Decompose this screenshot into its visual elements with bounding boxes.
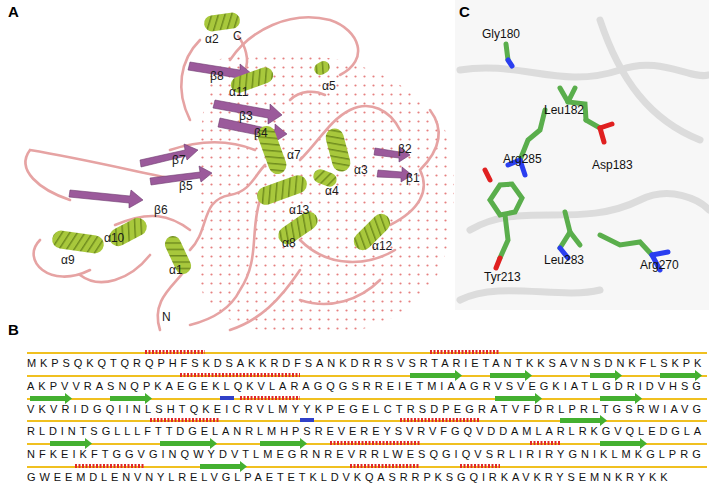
sequence-line: AKPVVRASNQPKAEGEKLQKVLARAGQGSRREIETMIAAG… [27, 380, 705, 392]
structure-label: α4 [325, 185, 339, 198]
structure-label: α10 [104, 232, 124, 245]
sequence-line: VKVRIDGQIINLSHTQKEICRVLMYYKPEGELCTRSDPEG… [27, 403, 705, 415]
structure-label: β8 [210, 70, 224, 83]
structure-label: N [162, 311, 171, 324]
residue-label: Tyr213 [484, 271, 521, 284]
structure-label: β5 [179, 180, 193, 193]
structure-label: α13 [289, 204, 309, 217]
residue-label: Asp183 [592, 159, 633, 172]
structure-label: β2 [398, 143, 412, 156]
residue-label: Leu283 [544, 254, 584, 267]
structure-label: α7 [287, 149, 301, 162]
structure-label: α5 [322, 80, 336, 93]
structure-label: α9 [61, 254, 75, 267]
sequence-line: GWEEMDLENVNYLRELVGLPAETETKLDVKQASRRPKSGQ… [27, 471, 671, 483]
structure-label: α12 [372, 240, 392, 253]
structure-label: α11 [229, 86, 248, 99]
structure-label: α2 [205, 33, 219, 46]
structure-label: α8 [282, 237, 296, 250]
structure-label: β6 [154, 204, 168, 217]
panel-letter: B [8, 322, 19, 339]
sequence-line: RLDINTSGLLLFTTDGELANRLMHPSREVEREYSVRVFGQ… [27, 425, 705, 437]
structure-label: C [233, 30, 242, 43]
panel-letter: A [8, 4, 19, 21]
sequence-line: MKPSQKQTQRQPHFSKDSAKKRDFSANKDRRSVSRTARIE… [27, 357, 705, 369]
panel-letter: C [459, 4, 470, 21]
structure-label: β3 [239, 110, 253, 123]
residue-label: Arg285 [503, 153, 542, 166]
sequence-line: NFKEIKFTGGVGINQWYDVTLMEGRNREVRRLWESQGIQV… [27, 448, 705, 460]
residue-label: Arg270 [640, 259, 679, 272]
residue-label: Leu182 [544, 104, 584, 117]
structure-label: β7 [172, 154, 186, 167]
structure-label: β4 [254, 127, 268, 140]
structure-label: α3 [354, 164, 368, 177]
structure-label: α1 [169, 264, 183, 277]
residue-label: Gly180 [482, 28, 520, 41]
structure-label: β1 [406, 172, 420, 185]
